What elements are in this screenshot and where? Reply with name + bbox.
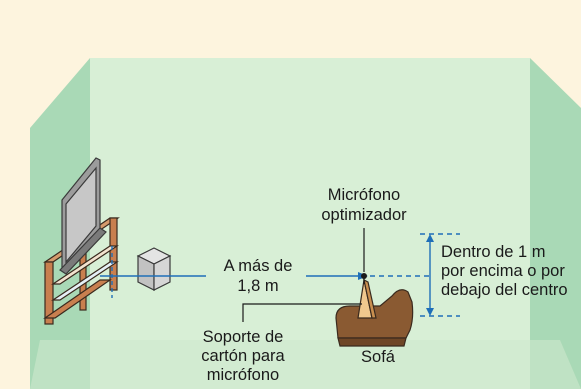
height-range-marker <box>370 233 460 317</box>
room <box>30 58 581 389</box>
label-stand-line-3: micrófono <box>207 366 279 384</box>
tv-icon <box>59 157 107 275</box>
label-sofa: Sofá <box>361 348 396 366</box>
label-microphone-line-1: Micrófono <box>328 186 400 204</box>
right-side-wall <box>530 58 581 389</box>
label-distance-line-1: A más de <box>224 257 293 275</box>
back-wall <box>90 58 530 389</box>
label-height-line-2: por encima o por <box>441 262 565 280</box>
label-height-line-1: Dentro de 1 m <box>441 243 546 261</box>
microphone-stand-icon <box>357 278 377 319</box>
label-microphone: Micrófono optimizador <box>321 186 407 224</box>
label-height-line-3: debajo del centro <box>441 281 568 299</box>
speaker-icon <box>136 247 172 291</box>
label-height: Dentro de 1 m por encima o por debajo de… <box>441 243 568 299</box>
label-microphone-line-2: optimizador <box>321 206 407 224</box>
label-stand-line-1: Soporte de <box>203 328 284 346</box>
label-distance-line-2: 1,8 m <box>237 277 278 295</box>
leader-lines <box>242 228 365 322</box>
label-stand: Soporte de cartón para micrófono <box>201 328 285 384</box>
label-stand-line-2: cartón para <box>201 347 285 365</box>
floor <box>30 340 581 389</box>
label-distance: A más de 1,8 m <box>206 254 306 296</box>
microphone-icon <box>361 273 367 284</box>
tv-stand <box>43 217 120 325</box>
